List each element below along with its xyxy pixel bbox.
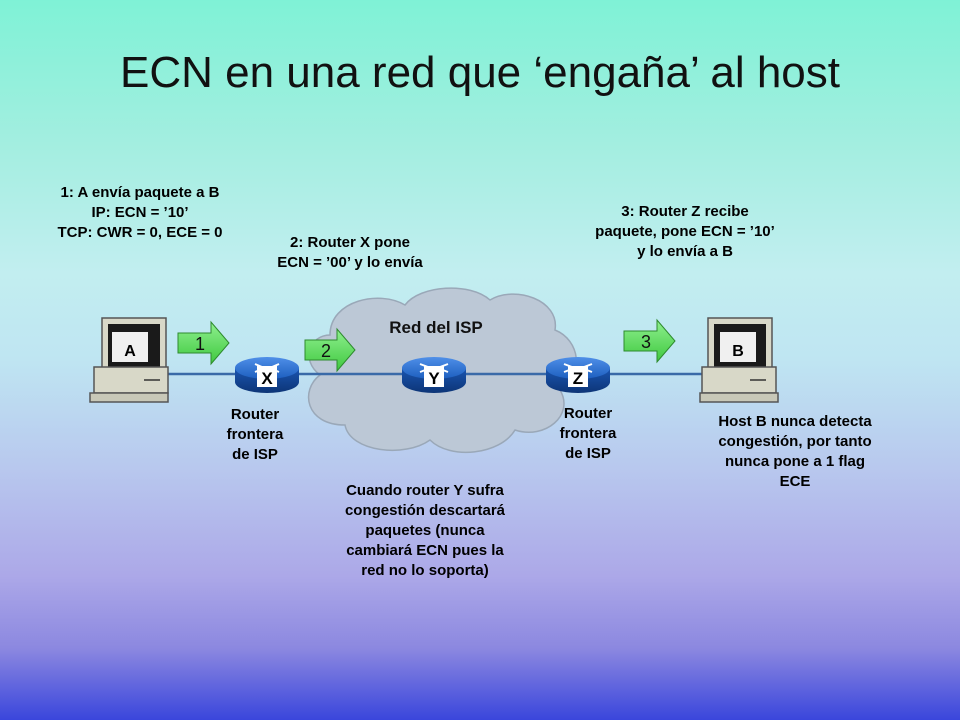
router-z-label: Z bbox=[573, 369, 583, 388]
router-y-icon bbox=[402, 357, 466, 393]
step2-note: 2: Router X pone ECN = ’00’ y lo envía bbox=[277, 234, 423, 271]
host-a-computer bbox=[89, 317, 169, 403]
host-b-note: Host B nunca detecta congestión, por tan… bbox=[718, 413, 872, 490]
step3-note: 3: Router Z recibe paquete, pone ECN = ’… bbox=[595, 203, 775, 260]
step-arrow-3 bbox=[623, 318, 676, 364]
step-arrow-2 bbox=[304, 327, 356, 373]
host-b-label: B bbox=[732, 343, 744, 360]
router-y-label: Y bbox=[428, 369, 440, 388]
host-b-computer bbox=[699, 317, 779, 403]
isp-cloud-label: Red del ISP bbox=[389, 318, 483, 337]
router-x-caption: Router frontera de ISP bbox=[226, 406, 284, 463]
step-arrow-2-label: 2 bbox=[321, 341, 331, 361]
step-arrow-1 bbox=[177, 320, 230, 366]
step-arrow-3-label: 3 bbox=[641, 332, 651, 352]
router-y-note: Cuando router Y sufra congestión descart… bbox=[344, 482, 506, 579]
router-x-icon bbox=[235, 357, 299, 393]
router-x-label: X bbox=[261, 369, 273, 388]
step1-note: 1: A envía paquete a B IP: ECN = ’10’ TC… bbox=[57, 184, 223, 241]
router-z-caption: Router frontera de ISP bbox=[559, 405, 617, 462]
host-a-label: A bbox=[124, 343, 136, 360]
router-z-icon bbox=[546, 357, 610, 393]
step-arrow-1-label: 1 bbox=[195, 334, 205, 354]
slide-title: ECN en una red que ‘engaña’ al host bbox=[120, 48, 840, 97]
